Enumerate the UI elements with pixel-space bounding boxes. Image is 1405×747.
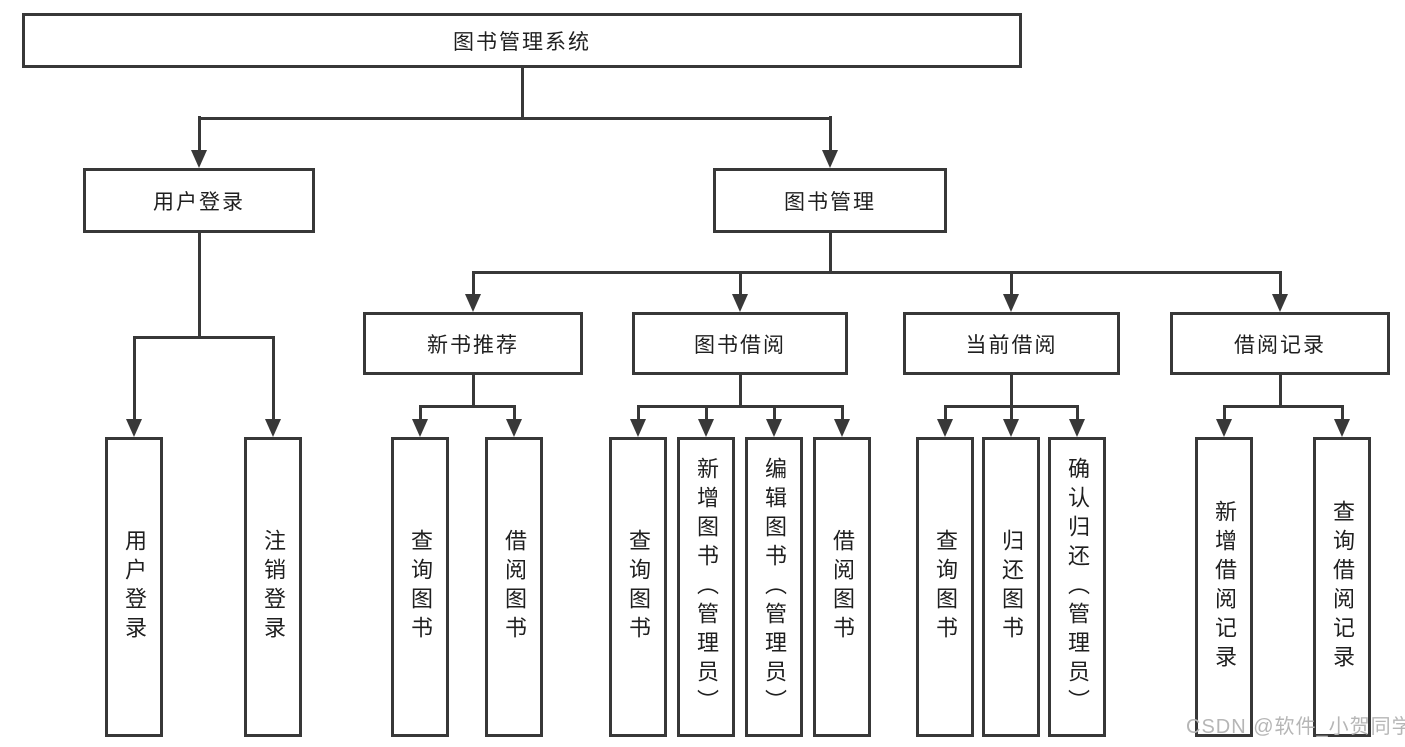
connector-vline — [828, 116, 832, 152]
watermark: CSDN @软件_小贺同学 — [1186, 716, 1405, 738]
leaf-add-borrow-record: 新增借阅记录 — [1195, 437, 1253, 737]
node-label: 查询借阅记录 — [1330, 500, 1355, 674]
connector-vline — [1278, 375, 1282, 407]
node-library-management-system: 图书管理系统 — [22, 13, 1022, 68]
arrowhead-down-icon — [630, 419, 646, 437]
arrowhead-down-icon — [506, 419, 522, 437]
connector-vline — [704, 405, 708, 421]
leaf-return-books: 归还图书 — [982, 437, 1040, 737]
node-label: 借阅图书 — [830, 529, 855, 645]
connector-vline — [520, 68, 524, 118]
arrowhead-down-icon — [465, 294, 481, 312]
connector-hline — [471, 270, 1282, 274]
node-label: 用户登录 — [153, 190, 245, 214]
node-label: 用户登录 — [122, 529, 147, 645]
connector-vline — [512, 405, 516, 421]
leaf-query-books-recommend: 查询图书 — [391, 437, 449, 737]
leaf-user-login: 用户登录 — [105, 437, 163, 737]
leaf-edit-books-admin: 编辑图书（管理员） — [745, 437, 803, 737]
connector-vline — [840, 405, 844, 421]
arrowhead-down-icon — [1003, 294, 1019, 312]
connector-vline — [1009, 271, 1013, 296]
leaf-confirm-return-admin: 确认归还（管理员） — [1048, 437, 1106, 737]
leaf-query-books-current: 查询图书 — [916, 437, 974, 737]
node-label: 查询图书 — [626, 529, 651, 645]
arrowhead-down-icon — [1069, 419, 1085, 437]
node-borrowing-records: 借阅记录 — [1170, 312, 1390, 375]
arrowhead-down-icon — [822, 150, 838, 168]
node-label: 确认归还（管理员） — [1065, 456, 1090, 718]
node-label: 新书推荐 — [427, 333, 519, 357]
arrowhead-down-icon — [1216, 419, 1232, 437]
arrowhead-down-icon — [698, 419, 714, 437]
node-new-book-recommendation: 新书推荐 — [363, 312, 583, 375]
connector-hline — [636, 404, 844, 408]
connector-vline — [772, 405, 776, 421]
leaf-query-books-borrowing: 查询图书 — [609, 437, 667, 737]
connector-vline — [471, 271, 475, 296]
leaf-borrow-books-borrowing: 借阅图书 — [813, 437, 871, 737]
arrowhead-down-icon — [1272, 294, 1288, 312]
node-label: 图书管理系统 — [453, 30, 591, 54]
node-label: 借阅图书 — [502, 529, 527, 645]
connector-vline — [471, 375, 475, 407]
connector-vline — [418, 405, 422, 421]
node-book-borrowing: 图书借阅 — [632, 312, 848, 375]
node-label: 注销登录 — [261, 529, 286, 645]
connector-vline — [1222, 405, 1226, 421]
connector-hline — [418, 404, 516, 408]
node-label: 借阅记录 — [1234, 333, 1326, 357]
connector-vline — [197, 233, 201, 338]
arrowhead-down-icon — [834, 419, 850, 437]
node-label: 编辑图书（管理员） — [762, 456, 787, 718]
connector-vline — [1009, 375, 1013, 407]
connector-vline — [828, 233, 832, 273]
connector-vline — [636, 405, 640, 421]
connector-vline — [1340, 405, 1344, 421]
arrowhead-down-icon — [1003, 419, 1019, 437]
node-label: 图书借阅 — [694, 333, 786, 357]
arrowhead-down-icon — [265, 419, 281, 437]
node-label: 图书管理 — [784, 190, 876, 214]
connector-vline — [738, 271, 742, 296]
node-label: 查询图书 — [933, 529, 958, 645]
node-label: 当前借阅 — [965, 333, 1058, 357]
leaf-query-borrow-record: 查询借阅记录 — [1313, 437, 1371, 737]
connector-hline — [943, 404, 1079, 408]
connector-vline — [271, 336, 275, 421]
arrowhead-down-icon — [1334, 419, 1350, 437]
arrowhead-down-icon — [937, 419, 953, 437]
node-current-borrowing: 当前借阅 — [903, 312, 1120, 375]
node-label: 归还图书 — [999, 529, 1024, 645]
connector-vline — [1278, 271, 1282, 296]
arrowhead-down-icon — [766, 419, 782, 437]
leaf-logout: 注销登录 — [244, 437, 302, 737]
arrowhead-down-icon — [126, 419, 142, 437]
connector-vline — [197, 116, 201, 152]
connector-hline — [197, 116, 832, 120]
node-book-management: 图书管理 — [713, 168, 947, 233]
connector-hline — [132, 335, 275, 339]
connector-vline — [1075, 405, 1079, 421]
connector-vline — [738, 375, 742, 407]
leaf-add-books-admin: 新增图书（管理员） — [677, 437, 735, 737]
node-label: 新增借阅记录 — [1212, 500, 1237, 674]
arrowhead-down-icon — [412, 419, 428, 437]
arrowhead-down-icon — [191, 150, 207, 168]
arrowhead-down-icon — [732, 294, 748, 312]
leaf-borrow-books-recommend: 借阅图书 — [485, 437, 543, 737]
connector-vline — [132, 336, 136, 421]
connector-vline — [943, 405, 947, 421]
connector-hline — [1222, 404, 1344, 408]
node-user-login: 用户登录 — [83, 168, 315, 233]
node-label: 查询图书 — [408, 529, 433, 645]
node-label: 新增图书（管理员） — [694, 456, 719, 718]
connector-vline — [1009, 405, 1013, 421]
